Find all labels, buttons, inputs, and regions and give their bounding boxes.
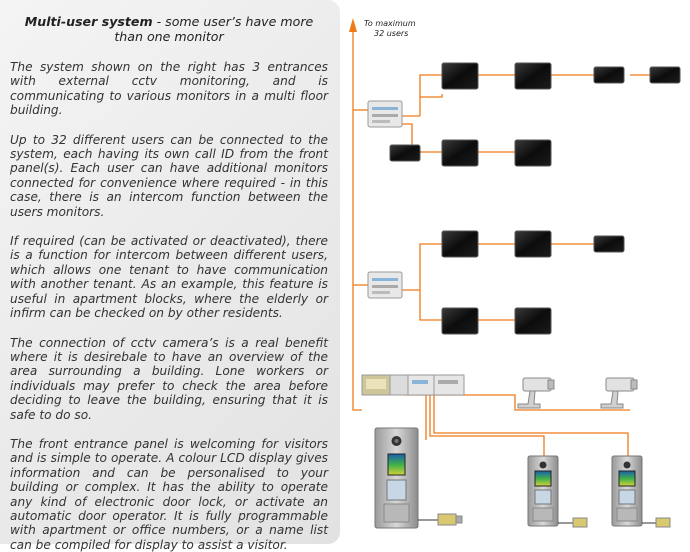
monitor-large [514,307,552,335]
max-label-line1: To maximum [364,19,416,28]
heading-bold: Multi-user system [24,14,153,29]
panel-heading: Multi-user system - some user’s have mor… [10,14,328,44]
monitor-small [389,144,421,162]
monitor-large [514,139,552,167]
paragraph-intercom: If required (can be activated or deactiv… [10,234,328,321]
cctv-camera-icon [600,377,638,409]
paragraph-users: Up to 32 different users can be connecte… [10,132,328,219]
monitor-small [649,66,681,84]
cctv-camera-icon [517,377,555,409]
monitor-large [441,230,479,258]
entrance-panel-secondary [527,455,559,527]
description-panel: Multi-user system - some user’s have mor… [0,0,340,552]
uplink-arrow [349,18,357,32]
distributor-floor-1 [367,100,403,128]
monitor-large [441,307,479,335]
max-users-label: To maximum 32 users [364,19,416,38]
system-diagram: To maximum 32 users [349,18,681,529]
door-lock-icon [418,513,463,526]
max-label-line2: 32 users [374,29,408,38]
entrance-panel-main [374,427,419,529]
door-lock-icon [558,517,588,528]
monitor-large [441,62,479,90]
monitor-small [593,235,625,253]
monitor-large [514,62,552,90]
door-lock-icon [642,517,671,528]
distributor-floor-2 [367,271,403,299]
monitor-large [514,230,552,258]
monitor-large [441,139,479,167]
paragraph-entrance-panel: The front entrance panel is welcoming fo… [10,436,328,552]
paragraph-overview: The system shown on the right has 3 entr… [10,60,328,118]
heading-rest: - some user’s have more than one monitor [114,14,314,44]
monitor-small [593,66,625,84]
entrance-panel-secondary [611,455,643,527]
power-supply-modules [361,374,465,396]
paragraph-cctv: The connection of cctv camera’s is a rea… [10,335,328,422]
